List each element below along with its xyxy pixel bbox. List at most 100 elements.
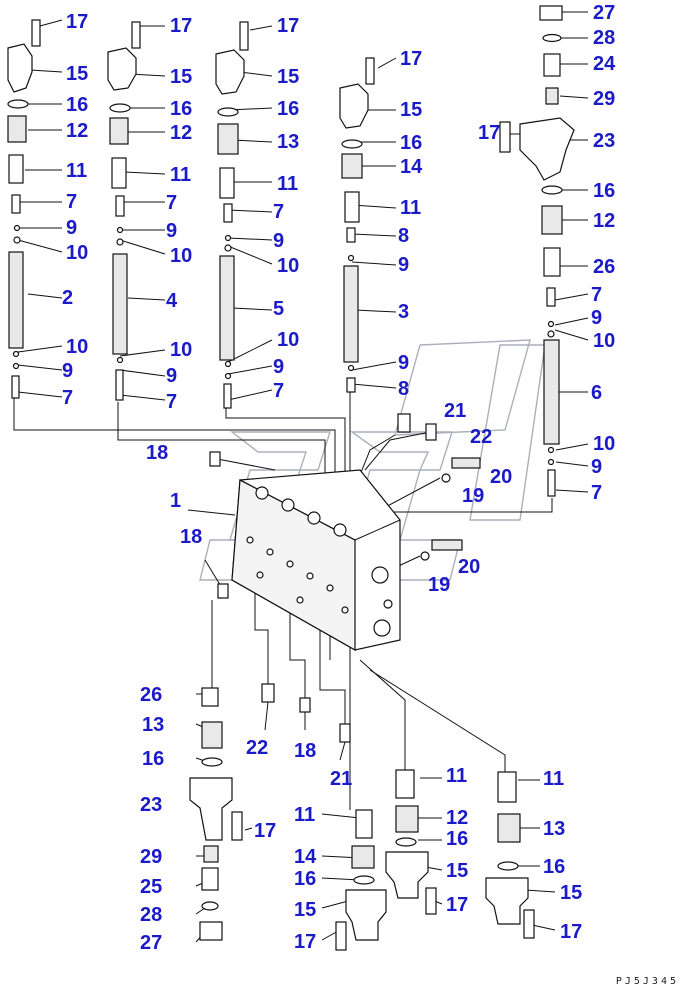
- retainer-11: [219, 167, 235, 199]
- oring-16: [353, 875, 375, 885]
- ring-10: [547, 330, 555, 338]
- callout-label: 9: [66, 217, 78, 239]
- callout-label: 16: [170, 98, 193, 120]
- bottom-left-stack: [189, 687, 243, 941]
- callout-label: 18: [180, 526, 203, 548]
- bolt-17: [365, 57, 375, 85]
- callout-label: 11: [446, 765, 468, 787]
- callout-label: 20: [490, 466, 513, 488]
- cap-15: [7, 43, 33, 93]
- oring-28: [542, 33, 562, 43]
- oring-16: [341, 139, 363, 149]
- ring-9b: [12, 362, 20, 370]
- spring-13: [497, 813, 521, 843]
- callout-label: 7: [273, 201, 285, 223]
- ring-9: [347, 254, 355, 262]
- plug-8b: [346, 377, 356, 393]
- callout-label: 7: [273, 380, 285, 402]
- callout-label: 4: [166, 290, 178, 312]
- callout-label: 16: [543, 856, 566, 878]
- callout-label: 18: [294, 740, 317, 762]
- bolt-17: [231, 811, 243, 841]
- callout-label: 24: [593, 53, 616, 75]
- callout-label: 7: [62, 387, 74, 409]
- callout-label: 11: [400, 197, 422, 219]
- oring-16: [497, 861, 519, 871]
- plug-7: [223, 203, 233, 223]
- spring-12: [541, 205, 563, 235]
- cap-15: [339, 83, 369, 129]
- callout-label: 10: [66, 336, 89, 358]
- bottom-right1-stack: [385, 769, 437, 915]
- callout-label: 25: [140, 876, 163, 898]
- column-4-parts: [339, 57, 375, 393]
- cover-15: [385, 851, 429, 899]
- oring-16: [7, 99, 29, 109]
- plug-7: [546, 287, 556, 307]
- callout-label: 18: [146, 442, 169, 464]
- cover-23: [519, 117, 575, 181]
- callout-label: 16: [142, 748, 165, 770]
- ring-9: [13, 224, 21, 232]
- callout-label: 27: [593, 2, 616, 24]
- spring-20: [451, 457, 481, 469]
- callout-label: 9: [166, 365, 178, 387]
- callout-label: 12: [593, 210, 616, 232]
- callout-label: 2: [62, 287, 74, 309]
- spring-29: [545, 87, 559, 105]
- callout-label: 13: [277, 131, 300, 153]
- control-valve-body: [209, 413, 481, 652]
- leader-lines: [13, 11, 589, 943]
- callout-label: 29: [140, 846, 163, 868]
- spring-12: [109, 117, 129, 145]
- callout-label: 16: [446, 828, 469, 850]
- callout-label: 9: [591, 307, 603, 329]
- callout-label: 28: [140, 904, 163, 926]
- plug-7: [115, 195, 125, 217]
- callout-label: 16: [593, 180, 616, 202]
- callout-label: 17: [294, 931, 317, 953]
- callout-label: 17: [560, 921, 583, 943]
- drawing-code: PJ5J345: [615, 976, 679, 987]
- ring-10: [13, 236, 21, 244]
- spring-12: [395, 805, 419, 833]
- spool-2: [8, 251, 24, 349]
- callout-label: 28: [593, 27, 616, 49]
- callout-label: 17: [66, 11, 89, 33]
- callout-label: 22: [470, 426, 493, 448]
- callout-label: 23: [593, 130, 616, 152]
- bolt-17: [499, 121, 511, 153]
- plug-7b: [115, 369, 124, 401]
- column-3-parts: [215, 21, 249, 409]
- callout-label: 15: [446, 860, 469, 882]
- callout-label: 1: [170, 490, 182, 512]
- spool-5: [219, 255, 235, 361]
- piston-25: [201, 867, 219, 891]
- callout-label: 10: [66, 242, 89, 264]
- plug-8: [346, 227, 356, 243]
- callout-label: 11: [66, 160, 88, 182]
- spool-6: [543, 339, 560, 445]
- spring-12: [7, 115, 27, 143]
- callout-label: 10: [277, 255, 300, 277]
- callout-label: 16: [277, 98, 300, 120]
- column-2-parts: [107, 21, 141, 401]
- ring-9b: [347, 364, 355, 372]
- plug-7b: [547, 469, 556, 497]
- callout-label: 12: [446, 807, 469, 829]
- callout-label: 9: [62, 360, 74, 382]
- callout-label: 12: [66, 120, 89, 142]
- ring-9b: [547, 458, 555, 466]
- retainer-26: [543, 247, 561, 277]
- callout-label: 19: [428, 574, 451, 596]
- bolt-17: [425, 887, 437, 915]
- callout-label: 29: [593, 88, 616, 110]
- callout-label: 11: [277, 173, 299, 195]
- bottom-right2-stack: [485, 771, 535, 939]
- callout-label: 7: [166, 192, 178, 214]
- callout-label: 17: [170, 15, 193, 37]
- cap-15: [215, 49, 245, 95]
- bottom-center-stack: [335, 809, 387, 951]
- callout-label: 11: [170, 164, 192, 186]
- bolt-17: [239, 21, 249, 51]
